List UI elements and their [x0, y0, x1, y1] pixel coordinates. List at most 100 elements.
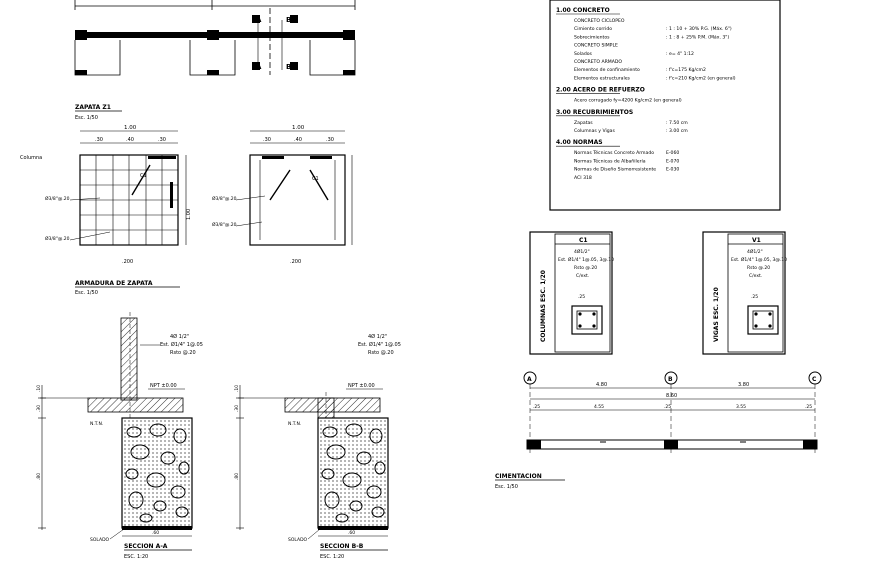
notes-section-title: 1.00 CONCRETO	[556, 7, 610, 14]
notes-line-value: : f'c=210 Kg/cm2 (en general)	[666, 75, 736, 81]
elev-subdim-5: .25	[805, 404, 812, 410]
axis-c-label: C	[812, 376, 817, 383]
notes-section-title: 4.00 NORMAS	[556, 139, 603, 146]
notes-line-label: Normas de Diseño Sismorresistente	[574, 167, 656, 173]
notes-line-label: CONCRETO ARMADO	[574, 59, 622, 65]
footing-side-dim: 1.00	[186, 209, 192, 220]
column-line-4: C/ext.	[576, 273, 589, 279]
top-beam-plan: A B A B	[74, 0, 356, 76]
notes-line-value: : f'c=175 Kg/cm2	[666, 67, 706, 73]
footing-bottom-dim: .200	[122, 259, 133, 265]
section-a-side-dim-1: .10	[36, 385, 42, 392]
elev-total: 8.60	[666, 393, 677, 399]
notes-line-value: E-030	[666, 167, 679, 173]
footing-caption: ARMADURA DE ZAPATA	[75, 280, 153, 287]
notes-line-value: : 1 : 10 + 30% P.G. (Máx. 6")	[666, 25, 732, 32]
footing-caption-scale: Esc. 1/50	[75, 290, 98, 296]
elev-subdim-1: .25	[533, 404, 540, 410]
notes-line-label: Acero corrugado fy=4200 Kg/cm2 (en gener…	[574, 98, 682, 104]
notes-line-label: Solados	[574, 51, 593, 57]
footing2-column-mark: C1	[312, 176, 319, 182]
notes-section-title: 2.00 ACERO DE REFUERZO	[556, 87, 645, 94]
notes-line-label: Columnas y Vigas	[574, 128, 615, 134]
beam-dim: .25	[751, 294, 758, 300]
notes-line-label: Normas Técnicas Concreto Armado	[574, 149, 654, 156]
notes-line-value: E-070	[666, 158, 679, 164]
footing2-subdim-2: .40	[294, 137, 302, 143]
footing-left-tag: Columna	[20, 155, 42, 161]
column-detail: C1 4Ø1/2" Est. Ø1/4" 1@.05, 3@.10 Rsto @…	[529, 231, 614, 355]
column-dim: .25	[578, 294, 585, 300]
footing2-width-dim: 1.00	[292, 125, 305, 131]
footing-rebar-label-1: Ø3/8"@.20	[45, 195, 70, 202]
section-b-side-dim-2: .30	[234, 405, 240, 412]
column-side-label: COLUMNAS ESC. 1/20	[540, 270, 547, 342]
elevation-caption: CIMENTACION	[495, 473, 542, 480]
axis-b-label: B	[668, 376, 673, 383]
beam-line-1: 4Ø1/2"	[747, 248, 763, 255]
section-mark-a-top: A	[256, 16, 262, 24]
section-a-caption-scale: ESC. 1:20	[124, 554, 148, 560]
footing2-rebar-label-1: Ø3/8"@.20	[212, 195, 237, 202]
column-line-1: 4Ø1/2"	[574, 248, 590, 255]
footing-plan-1: ZAPATA Z1 Esc. 1/50 1.00 .30 .40 .30 C1 …	[20, 104, 192, 296]
beam-line-3: Rsto @.20	[747, 265, 770, 271]
section-b-npt: NPT ±0.00	[348, 383, 375, 389]
footing2-subdim-1: .30	[263, 137, 271, 143]
notes-line-label: ACI 318	[574, 175, 592, 181]
beam-detail: V1 4Ø1/2" Est. Ø1/4" 1@.05, 3@.10 Rsto @…	[702, 231, 787, 355]
notes-line-value: E-060	[666, 150, 679, 156]
footing-plan-title: ZAPATA Z1	[75, 104, 111, 111]
notes-line-label: CONCRETO CICLOPEO	[574, 18, 625, 24]
section-a-side-dim-3: .80	[36, 473, 42, 480]
elev-span-1: 4.80	[596, 382, 607, 388]
notes-line-label: Normas Técnicas de Albañilería	[574, 157, 646, 164]
elevation-caption-scale: Esc. 1/50	[495, 484, 518, 490]
section-a-side-dim-2: .30	[36, 405, 42, 412]
beam-line-4: C/ext.	[749, 273, 762, 279]
footing-width-dim: 1.00	[124, 125, 137, 131]
notes-line-label: Elementos estructurales	[574, 75, 631, 81]
footing2-subdim-3: .30	[326, 137, 334, 143]
section-b-side-dim-3: .80	[234, 473, 240, 480]
section-b-b: 4Ø 1/2" Est. Ø1/4" 1@.05 Rsto @.20 NPT ±…	[234, 333, 401, 560]
footing2-bottom-dim: .200	[290, 259, 301, 265]
beam-header: V1	[752, 237, 761, 244]
section-b-rebar-rest: Rsto @.20	[368, 350, 394, 356]
footing-plan-scale: Esc. 1/50	[75, 115, 98, 121]
notes-line-label: Elementos de confinamiento	[574, 67, 640, 73]
section-a-bottom-dim: .60	[152, 530, 159, 536]
section-b-caption-scale: ESC. 1:20	[320, 554, 344, 560]
notes-line-value: : e= 4" 1:12	[666, 51, 694, 57]
footing-column-mark: C1	[140, 173, 147, 179]
section-a-ntn: N.T.N.	[90, 421, 103, 427]
footing-subdim-1: .30	[95, 137, 103, 143]
section-b-rebar-est: Est. Ø1/4" 1@.05	[358, 341, 401, 348]
beam-line-2: Est. Ø1/4" 1@.05, 3@.10	[731, 256, 787, 263]
footing-subdim-3: .30	[158, 137, 166, 143]
section-a-caption: SECCION A-A	[124, 543, 168, 550]
section-a-rebar-rest: Rsto @.20	[170, 350, 196, 356]
elev-subdim-4: 3.55	[736, 404, 746, 410]
section-b-side-dim-1: .10	[234, 385, 240, 392]
column-line-3: Rsto @.20	[574, 265, 597, 271]
section-b-rebar-top: 4Ø 1/2"	[368, 333, 387, 340]
column-header: C1	[579, 237, 588, 244]
elev-subdim-2: 4.55	[594, 404, 604, 410]
notes-line-label: Sobrecimientos	[574, 34, 610, 40]
section-b-bottom-dim: .60	[348, 530, 355, 536]
foundation-elevation: A B C 4.80 3.80 8.60 .25 4.55 .25 3.55 .…	[495, 371, 822, 490]
footing-subdim-2: .40	[126, 137, 134, 143]
section-mark-a-bottom: A	[256, 63, 262, 71]
section-a-a: 4Ø 1/2" Est. Ø1/4" 1@.05 Rsto @.20 NPT ±…	[36, 312, 203, 560]
elev-subdim-3: .25	[664, 404, 671, 410]
notes-line-label: CONCRETO SIMPLE	[574, 43, 618, 49]
column-line-2: Est. Ø1/4" 1@.05, 3@.10	[558, 256, 614, 263]
section-a-rebar-est: Est. Ø1/4" 1@.05	[160, 341, 203, 348]
section-b-solado: SOLADO	[288, 537, 308, 543]
elev-span-2: 3.80	[738, 382, 749, 388]
beam-side-label: VIGAS ESC. 1/20	[713, 287, 720, 342]
